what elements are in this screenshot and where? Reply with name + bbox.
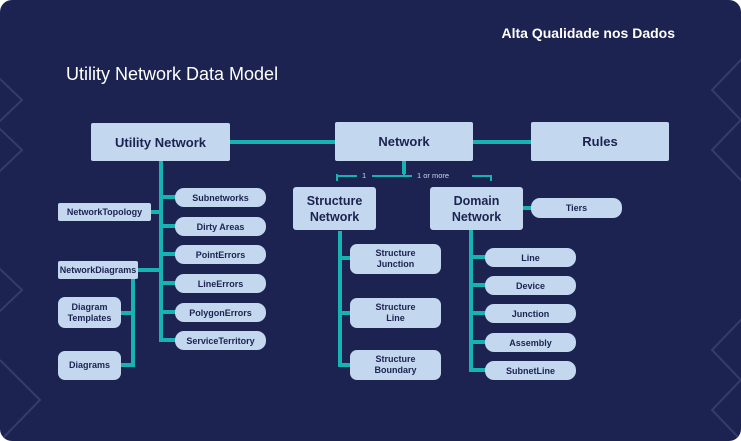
subnetworks-item: Subnetworks <box>175 188 266 207</box>
page-title: Utility Network Data Model <box>66 64 279 84</box>
domain-network-box: Domain Network <box>430 187 523 230</box>
service-territory-item: ServiceTerritory <box>175 331 266 350</box>
structure-multiplicity: 1 <box>362 171 367 180</box>
network-topology-box: NetworkTopology <box>58 203 151 221</box>
structure-line-item: Structure Line <box>350 298 441 328</box>
rules-box: Rules <box>531 122 669 161</box>
device-item: Device <box>485 276 576 295</box>
line-errors-item: LineErrors <box>175 274 266 293</box>
structure-network-box: Structure Network <box>293 187 376 230</box>
subnet-line-item: SubnetLine <box>485 361 576 380</box>
line-item: Line <box>485 248 576 267</box>
polygon-errors-item: PolygonErrors <box>175 303 266 322</box>
diagram-templates-item: Diagram Templates <box>58 297 121 328</box>
tiers-item: Tiers <box>531 198 622 218</box>
dirty-areas-item: Dirty Areas <box>175 217 266 236</box>
junction-item: Junction <box>485 304 576 323</box>
brand-title: Alta Qualidade nos Dados <box>501 25 675 41</box>
utility-network-box: Utility Network <box>91 123 230 161</box>
structure-junction-item: Structure Junction <box>350 244 441 274</box>
assembly-item: Assembly <box>485 333 576 352</box>
network-diagrams-box: NetworkDiagrams <box>58 261 138 279</box>
structure-boundary-item: Structure Boundary <box>350 350 441 380</box>
domain-multiplicity: 1 or more <box>417 171 450 180</box>
network-box: Network <box>335 122 473 161</box>
diagrams-item: Diagrams <box>58 351 121 380</box>
point-errors-item: PointErrors <box>175 245 266 264</box>
